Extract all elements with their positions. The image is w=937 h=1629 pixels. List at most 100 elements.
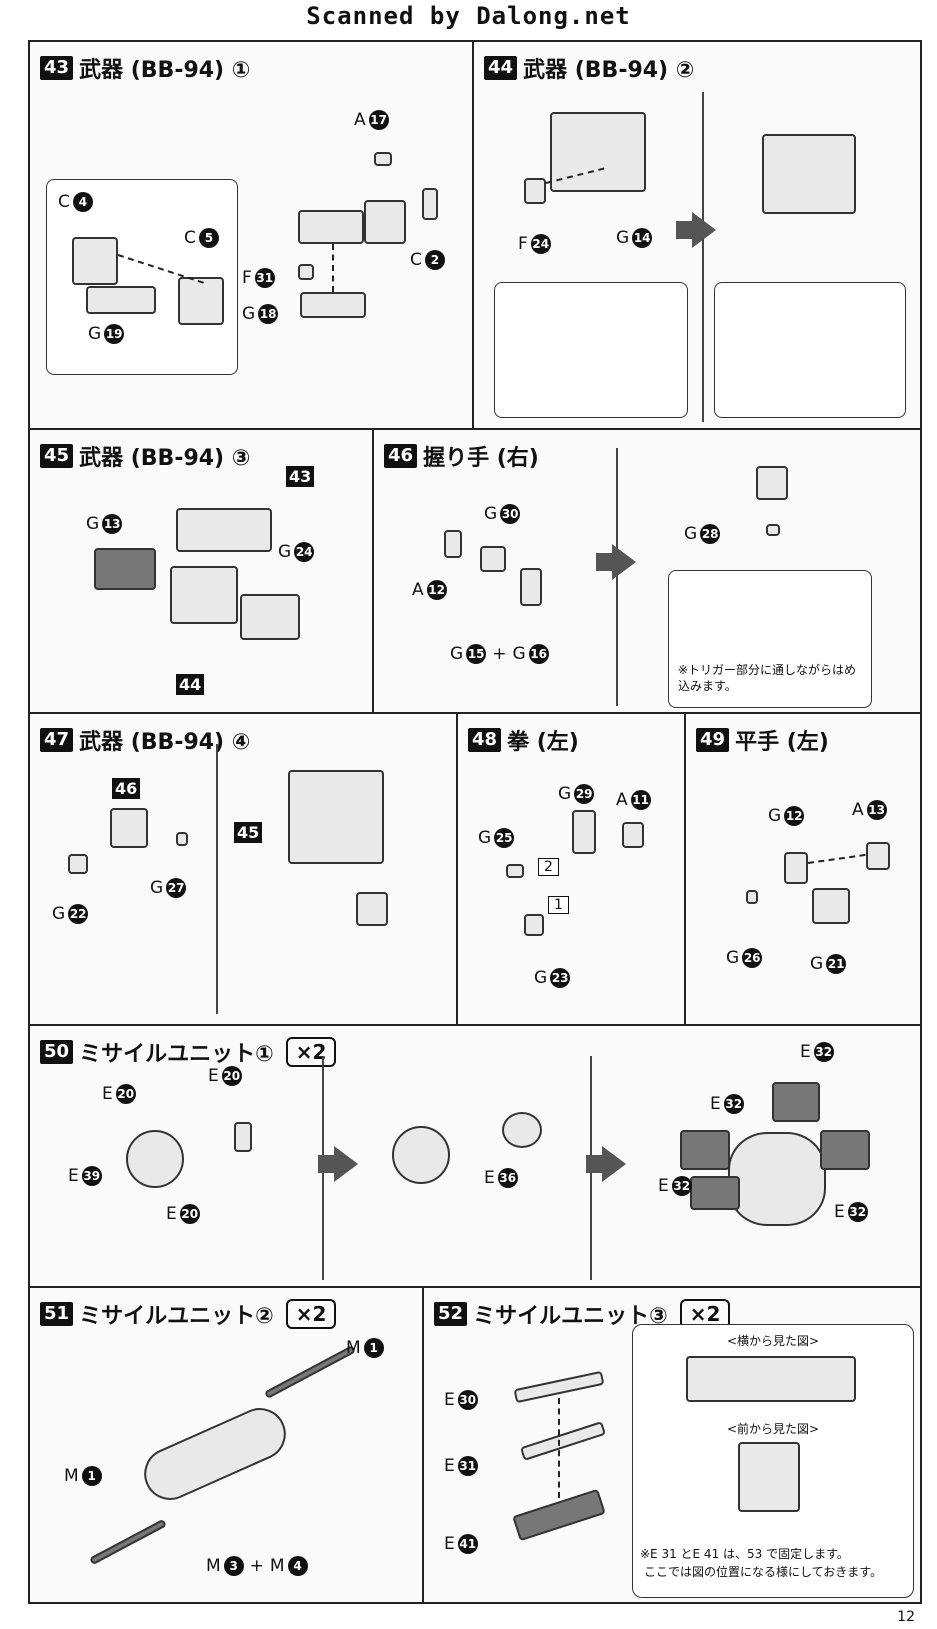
part-g13 xyxy=(94,548,156,590)
label-letter: A xyxy=(616,790,628,810)
label-letter: G xyxy=(768,806,782,826)
front-view-drawing xyxy=(738,1442,800,1512)
part-number-badge: 5 xyxy=(198,228,219,248)
step-ref-43-tag: 43 xyxy=(286,466,315,487)
label-letter: F xyxy=(518,234,528,254)
part-e32-right xyxy=(820,1130,870,1170)
part-e36 xyxy=(502,1112,542,1148)
page-number: 12 xyxy=(897,1609,915,1625)
label-letter: G xyxy=(684,524,698,544)
part-g25 xyxy=(506,864,524,878)
step-47-header: 47 武器 (BB-94) ④ xyxy=(40,724,250,756)
part-g29 xyxy=(572,810,596,854)
part-number-badge: 14 xyxy=(632,228,653,248)
part-number-badge: 32 xyxy=(847,1202,868,1222)
label-letter: G xyxy=(278,542,292,562)
step-51-header: 51 ミサイルユニット② ×2 xyxy=(40,1298,337,1330)
part-m1-bottom xyxy=(89,1518,167,1566)
step-50-header: 50 ミサイルユニット① ×2 xyxy=(40,1036,337,1068)
part-number-badge: 36 xyxy=(497,1168,518,1188)
part-number-badge: 18 xyxy=(258,304,279,324)
part-missile-base xyxy=(728,1132,826,1226)
part-e32-bottom xyxy=(690,1176,740,1210)
part-number-badge: 17 xyxy=(368,110,389,130)
part-a11 xyxy=(622,822,644,848)
side-view-drawing xyxy=(686,1356,856,1402)
step-title: 武器 (BB-94) ② xyxy=(523,58,695,83)
part-number-badge: 4 xyxy=(287,1556,308,1576)
step-title: 武器 (BB-94) ④ xyxy=(79,730,251,755)
part-e20-loose xyxy=(234,1122,252,1152)
part-number-badge: 32 xyxy=(813,1042,834,1062)
step-number: 47 xyxy=(40,728,74,752)
step-number: 48 xyxy=(468,728,502,752)
label-letter: E xyxy=(444,1456,455,1476)
part-number-badge: 16 xyxy=(528,644,549,664)
part-e31 xyxy=(519,1421,607,1461)
divider xyxy=(216,744,218,1014)
step-title: 武器 (BB-94) ③ xyxy=(79,446,251,471)
part-number-badge: 11 xyxy=(630,790,651,810)
part-number-badge: 20 xyxy=(115,1084,136,1104)
step-ref-46-tag: 46 xyxy=(112,778,141,799)
plus-sign: + xyxy=(249,1556,264,1576)
part-m1-top xyxy=(263,1344,357,1400)
part-number-badge: 2 xyxy=(424,250,445,270)
part-number-badge: 41 xyxy=(457,1534,478,1554)
part-number-badge: 30 xyxy=(500,504,521,524)
part-number-badge: 20 xyxy=(221,1066,242,1086)
label-letter: E xyxy=(444,1390,455,1410)
step-title: 平手 (左) xyxy=(735,730,829,755)
part-hand-46 xyxy=(110,808,148,848)
label-letter: F xyxy=(242,268,252,288)
part-g23 xyxy=(524,914,544,936)
part-number-badge: 28 xyxy=(700,524,721,544)
part-assembled xyxy=(762,134,856,214)
part-g30 xyxy=(480,546,506,572)
order-step-2: 2 xyxy=(538,858,559,876)
assembly-note-line-2: ここでは図の位置になる様にしておきます。 xyxy=(644,1565,883,1579)
label-letter: G xyxy=(534,968,548,988)
label-letter: G xyxy=(484,504,498,524)
part-g14 xyxy=(550,112,646,192)
part-number-badge: 23 xyxy=(550,968,571,988)
part-number-badge: 31 xyxy=(254,268,275,288)
label-letter: E xyxy=(710,1094,721,1114)
label-letter: G xyxy=(512,644,526,664)
label-letter: G xyxy=(52,904,66,924)
label-letter: G xyxy=(726,948,740,968)
part-g18 xyxy=(300,292,366,318)
assembly-note: ※トリガー部分に通しながらはめ込みます。 xyxy=(678,663,857,693)
label-letter: M xyxy=(346,1338,361,1358)
part-number-badge: 32 xyxy=(723,1094,744,1114)
arrow-right-icon xyxy=(676,212,716,248)
guide-line xyxy=(332,244,334,292)
label-letter: E xyxy=(102,1084,113,1104)
part-number-badge: 24 xyxy=(530,234,551,254)
side-view-caption: <横から見た図> xyxy=(726,1334,820,1348)
step-title: ミサイルユニット① xyxy=(79,1042,274,1067)
label-letter: G xyxy=(88,324,102,344)
part-hand-assembly xyxy=(756,466,788,500)
